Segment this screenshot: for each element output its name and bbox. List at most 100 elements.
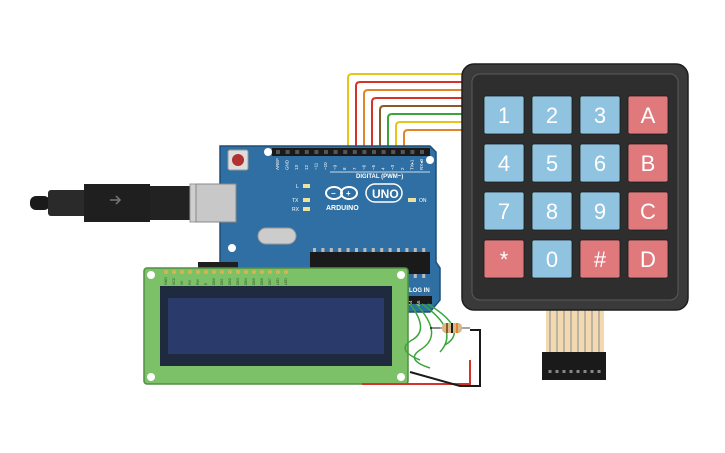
- digital-pin-hole[interactable]: [343, 150, 348, 154]
- ribbon-pin: [583, 370, 587, 373]
- digital-pin-label: ~11: [313, 162, 318, 170]
- keypad-key-2[interactable]: 2: [531, 95, 573, 135]
- wire-orange-2[interactable]: [403, 129, 470, 150]
- wire-yellow[interactable]: [347, 73, 470, 150]
- arduino-model: UNO: [372, 187, 399, 201]
- digital-pin-hole[interactable]: [420, 150, 424, 154]
- keypad-key-3[interactable]: 3: [579, 95, 621, 135]
- keypad-key-label: D: [640, 247, 656, 272]
- lcd-pin-label: DB7: [268, 278, 272, 285]
- digital-pin-label: 4: [381, 167, 386, 170]
- lcd-pin-label: DB4: [244, 278, 248, 285]
- keypad-key-B[interactable]: B: [627, 143, 669, 183]
- digital-pin-hole[interactable]: [362, 150, 367, 154]
- digital-pin-hole[interactable]: [285, 150, 290, 154]
- usb-cable-icon: [30, 183, 225, 223]
- lcd-pin[interactable]: [164, 270, 168, 274]
- chip-leg: [329, 248, 333, 252]
- digital-pin-hole[interactable]: [276, 150, 280, 154]
- lcd-pin[interactable]: [188, 270, 192, 274]
- lcd-pin-label: E: [204, 282, 208, 285]
- keypad-key-1[interactable]: 1: [483, 95, 525, 135]
- chip-leg: [321, 248, 325, 252]
- wire-green[interactable]: [387, 113, 470, 150]
- lcd-pin[interactable]: [204, 270, 208, 274]
- keypad-key-6[interactable]: 6: [579, 143, 621, 183]
- lcd-pin[interactable]: [244, 270, 248, 274]
- chip-leg: [413, 274, 417, 278]
- keypad-key-label: *: [500, 247, 509, 272]
- digital-pin-hole[interactable]: [314, 150, 319, 154]
- analog-header: [398, 296, 432, 304]
- digital-pin-hole[interactable]: [333, 150, 338, 154]
- keypad-key-label: 8: [546, 199, 558, 224]
- lcd-pin[interactable]: [172, 270, 176, 274]
- lcd-wires[interactable]: [362, 303, 481, 387]
- keypad-key-5[interactable]: 5: [531, 143, 573, 183]
- ribbon-pin: [555, 370, 559, 373]
- keypad-key-8[interactable]: 8: [531, 191, 573, 231]
- keypad-key-A[interactable]: A: [627, 95, 669, 135]
- led-rx-label: RX: [292, 207, 300, 213]
- ribbon-connector-icon: [542, 306, 606, 380]
- digital-pin-label: 12: [304, 164, 309, 170]
- keypad-key-0[interactable]: 0: [531, 239, 573, 279]
- lcd-pin[interactable]: [284, 270, 288, 274]
- digital-pin-hole[interactable]: [391, 150, 396, 154]
- ribbon-pin: [590, 370, 594, 373]
- keypad-key-4[interactable]: 4: [483, 143, 525, 183]
- digital-pin-label: 13: [294, 164, 299, 170]
- digital-pin-hole[interactable]: [410, 150, 415, 154]
- digital-pin-hole[interactable]: [304, 150, 309, 154]
- led-l-label: L: [296, 184, 299, 190]
- resistor-icon[interactable]: [432, 323, 470, 333]
- digital-pin-hole[interactable]: [324, 150, 328, 154]
- lcd-pin[interactable]: [268, 270, 272, 274]
- keypad-key-label: A: [641, 103, 656, 128]
- chip-leg: [422, 274, 426, 278]
- digital-pin-hole[interactable]: [295, 150, 300, 154]
- lcd-pin[interactable]: [260, 270, 264, 274]
- lcd-pin[interactable]: [252, 270, 256, 274]
- keypad-key-label: 6: [594, 151, 606, 176]
- keypad-key-7[interactable]: 7: [483, 191, 525, 231]
- chip-leg: [380, 248, 384, 252]
- wire-red[interactable]: [355, 81, 470, 150]
- keypad-key-9[interactable]: 9: [579, 191, 621, 231]
- wire-brown[interactable]: [379, 105, 470, 150]
- digital-pin-hole[interactable]: [381, 150, 386, 154]
- chip-leg: [397, 248, 400, 252]
- digital-pin-label: 8: [342, 167, 347, 170]
- lcd-pin[interactable]: [228, 270, 232, 274]
- chip-leg: [363, 248, 367, 252]
- keypad-key-C[interactable]: C: [627, 191, 669, 231]
- keypad-wires[interactable]: [347, 73, 470, 150]
- lcd-pin[interactable]: [220, 270, 224, 274]
- digital-pin-hole[interactable]: [400, 150, 405, 154]
- lcd-pin[interactable]: [180, 270, 184, 274]
- wire-yellow-2[interactable]: [395, 121, 470, 150]
- lcd-pin-label: RS: [188, 279, 192, 285]
- keypad-key-label: 1: [498, 103, 510, 128]
- lcd-pin[interactable]: [236, 270, 240, 274]
- keypad-key-#[interactable]: #: [579, 239, 621, 279]
- keypad-key-*[interactable]: *: [483, 239, 525, 279]
- svg-text:+: +: [346, 189, 351, 198]
- wire-red-2[interactable]: [371, 97, 470, 150]
- lcd-pin[interactable]: [212, 270, 216, 274]
- lcd-pin-label: V0: [180, 281, 184, 285]
- lcd-pin-label: GND: [164, 277, 168, 285]
- digital-pin-hole[interactable]: [352, 150, 357, 154]
- arduino-brand: ARDUINO: [326, 205, 359, 212]
- lcd-pin[interactable]: [196, 270, 200, 274]
- chip-leg: [338, 248, 342, 252]
- digital-header: [272, 148, 430, 156]
- lcd-pin[interactable]: [276, 270, 280, 274]
- lcd-pin-label: LED: [276, 278, 280, 285]
- wire-orange[interactable]: [363, 89, 470, 150]
- digital-pin-hole[interactable]: [372, 150, 376, 154]
- chip-leg: [413, 248, 417, 252]
- keypad-key-D[interactable]: D: [627, 239, 669, 279]
